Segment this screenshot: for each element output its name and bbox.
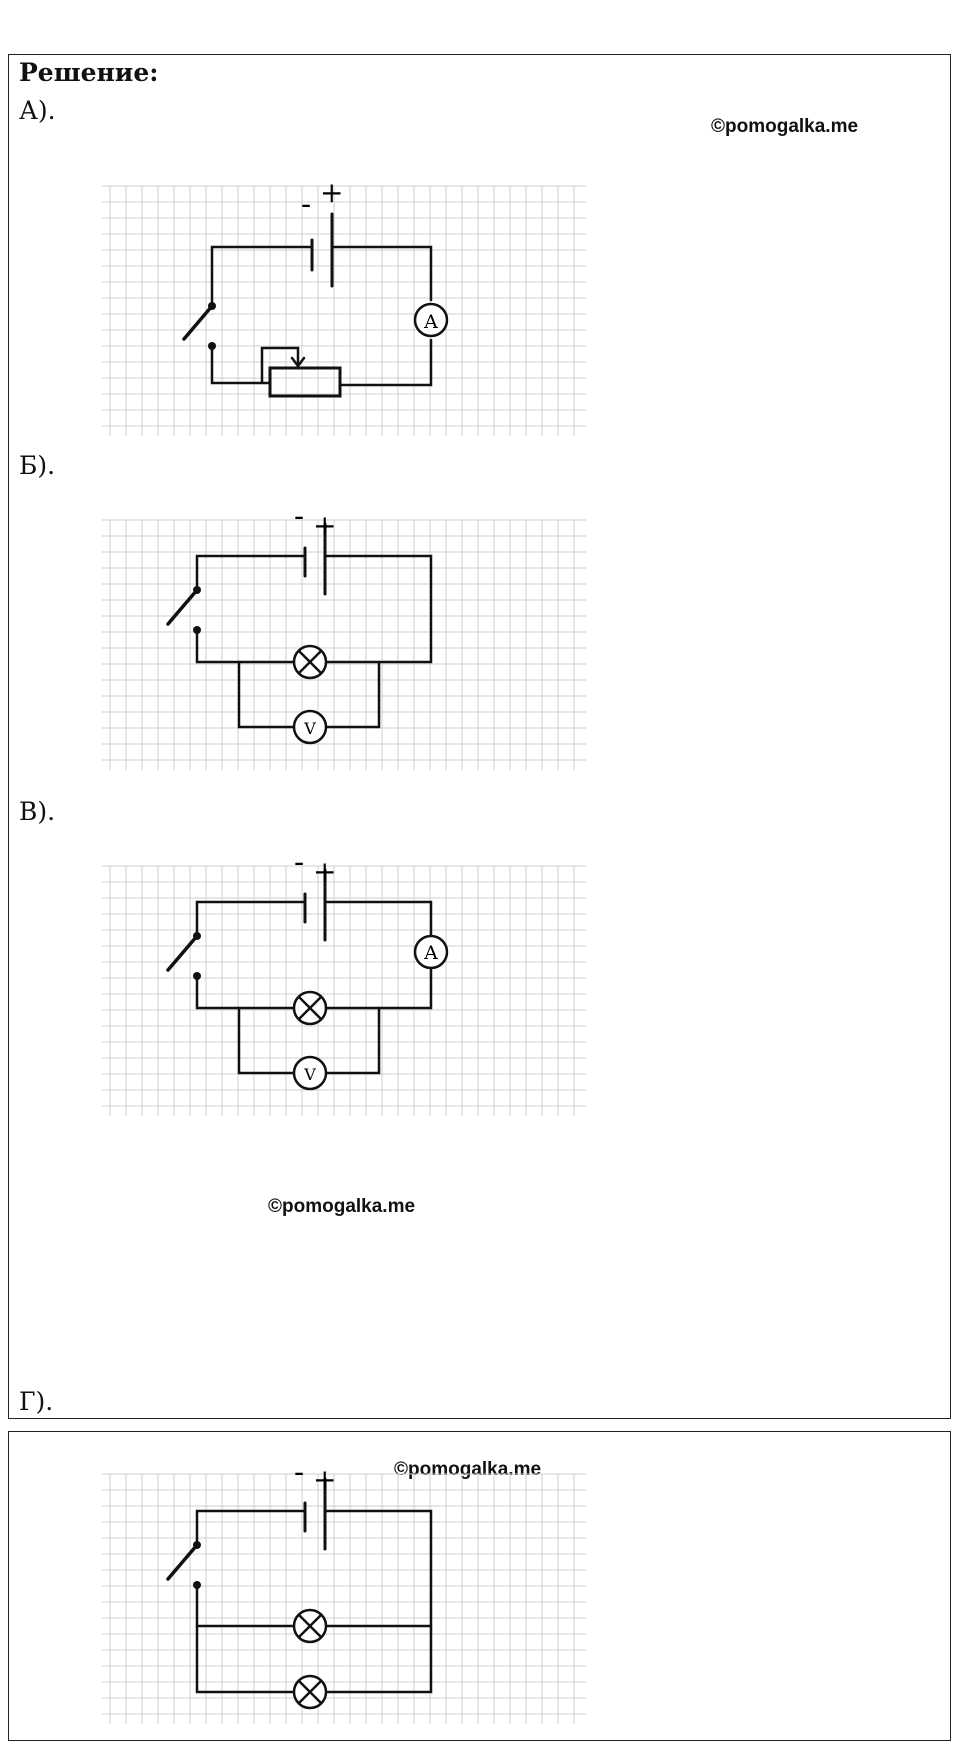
switch-contact-bottom	[193, 1581, 201, 1589]
wire-left-down	[195, 1583, 296, 1694]
switch-contact-top	[193, 586, 201, 594]
wire-voltmeter-left	[237, 1006, 296, 1075]
voltmeter-icon	[292, 1055, 328, 1091]
battery-minus-label: -	[294, 1466, 304, 1490]
switch-contact-bottom	[193, 972, 201, 980]
battery-plus-label: +	[313, 858, 336, 888]
ammeter-icon	[413, 302, 449, 338]
watermark-2: ©pomogalka.me	[268, 1196, 416, 1217]
wire-voltmeter-right	[324, 660, 381, 729]
battery-plus-label: +	[313, 1466, 336, 1496]
switch-lever	[166, 1543, 199, 1581]
battery-minus-label: -	[301, 187, 311, 222]
switch-contact-bottom	[208, 342, 216, 350]
battery-minus-label: -	[294, 512, 304, 534]
circuit-diagram-b: - + V	[102, 512, 586, 770]
rheostat	[268, 366, 342, 398]
lamp-cross-2	[297, 649, 323, 675]
wire-top-right	[330, 245, 433, 302]
lamp1-cross-2	[297, 1613, 323, 1639]
wire-top-left	[210, 245, 314, 308]
wire-top-right	[323, 900, 433, 938]
wire-bottom-right	[338, 338, 433, 387]
switch-contact-top	[193, 1541, 201, 1549]
switch-contact-top	[193, 932, 201, 940]
battery-minus-label: -	[294, 858, 304, 880]
wire-left-to-lamp	[195, 974, 296, 1010]
grid-paper	[102, 865, 586, 1116]
grid-paper	[102, 1473, 586, 1724]
rheostat-slider-wire	[260, 346, 300, 385]
wire-left-to-lamp	[195, 628, 296, 664]
wire-voltmeter-right	[324, 1006, 381, 1075]
watermark-3: ©pomogalka.me	[394, 1459, 542, 1480]
wire-top-right	[323, 1509, 433, 1694]
wire-top-left	[195, 554, 307, 592]
grid-paper	[102, 519, 586, 770]
part-label-a: А).	[19, 96, 56, 125]
switch-contact-top	[208, 302, 216, 310]
voltmeter-icon	[292, 709, 328, 745]
solution-heading: Решение:	[19, 58, 159, 87]
lamp-cross-2	[297, 995, 323, 1021]
lamp2-cross-2	[297, 1679, 323, 1705]
switch-lever	[166, 588, 199, 626]
battery-plus-label: +	[313, 512, 336, 542]
wire-switch-down	[210, 344, 272, 385]
part-label-b: Б).	[19, 451, 56, 480]
wire-ammeter-down	[323, 966, 433, 1010]
ammeter-label: A	[423, 311, 438, 333]
wire-voltmeter-left	[237, 660, 296, 729]
circuit-diagram-a: - + A	[102, 178, 586, 436]
voltmeter-label: V	[303, 1065, 316, 1084]
circuit-diagram-v: - + A V	[102, 858, 586, 1116]
ammeter-label: A	[423, 942, 438, 964]
watermark-1: ©pomogalka.me	[711, 116, 859, 137]
rheostat-arrow-head	[290, 356, 306, 369]
switch-lever	[166, 934, 199, 972]
voltmeter-label: V	[303, 719, 316, 738]
battery-plus-label: +	[320, 178, 343, 209]
wire-top-right	[323, 554, 433, 664]
part-label-g: Г).	[19, 1387, 54, 1416]
switch-contact-bottom	[193, 626, 201, 634]
wire-top-left	[195, 1509, 307, 1547]
switch-lever	[182, 304, 214, 341]
wire-top-left	[195, 900, 307, 938]
part-label-v: В).	[19, 797, 56, 826]
circuit-diagram-g: - +	[102, 1466, 586, 1724]
grid-paper	[102, 185, 586, 436]
